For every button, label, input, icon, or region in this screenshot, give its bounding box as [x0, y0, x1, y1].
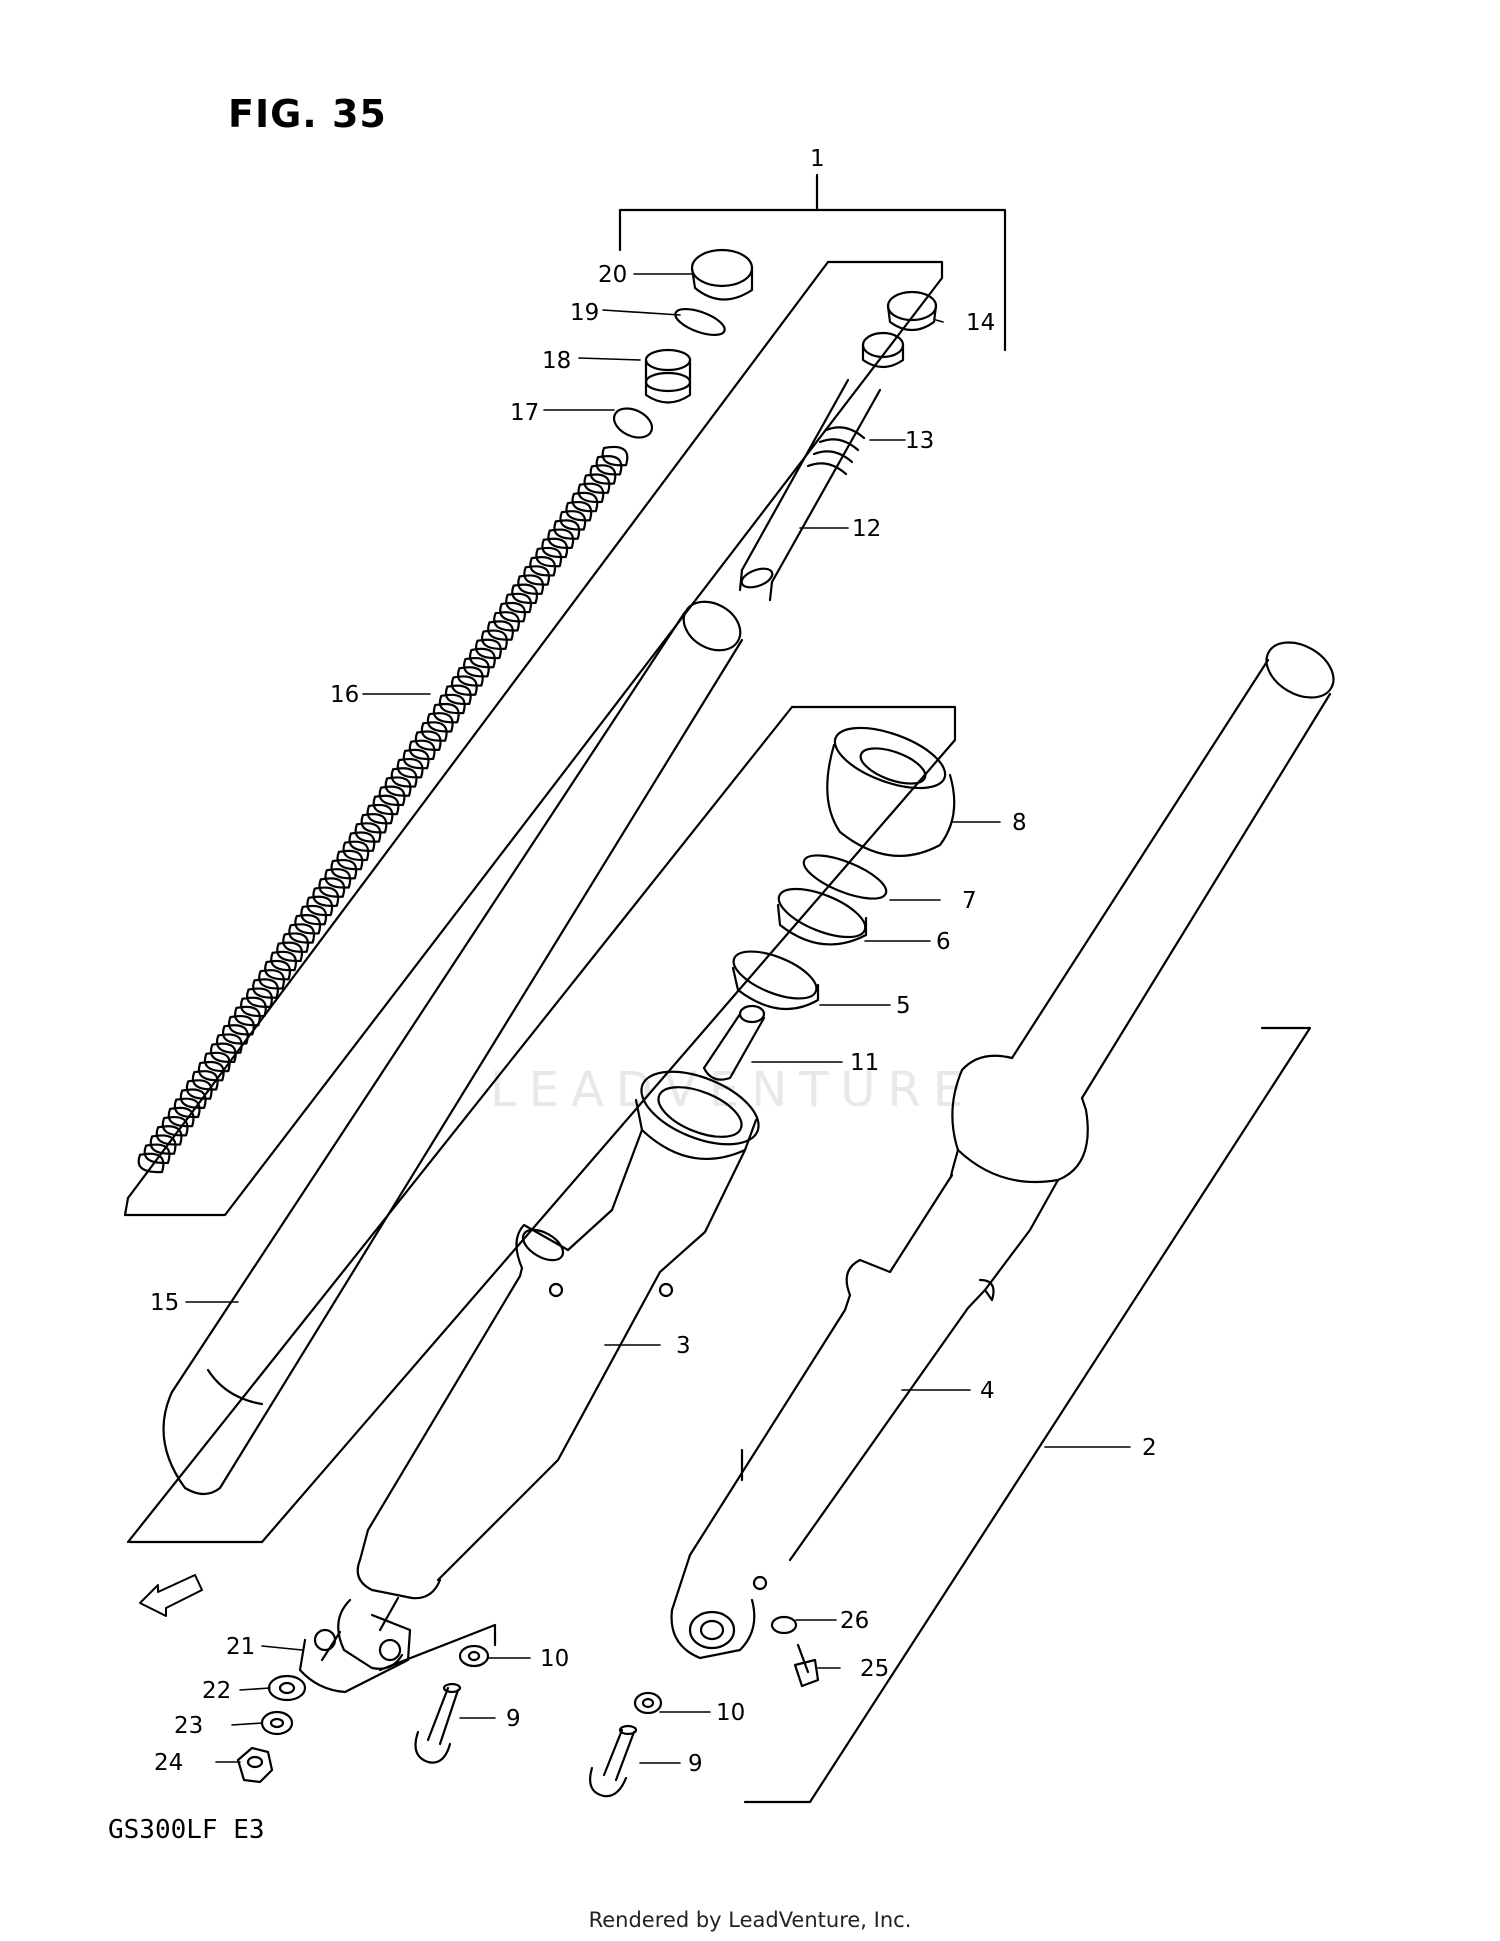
- callout-18: 18: [542, 348, 571, 374]
- model-code: GS300LF E3: [108, 1815, 265, 1845]
- part-15-inner-tube: [162, 600, 744, 1496]
- callout-23: 23: [174, 1713, 203, 1739]
- callout-9b: 9: [688, 1751, 703, 1777]
- part-10-washer-left: [458, 1644, 490, 1668]
- bracket-part-2: [743, 1026, 1312, 1804]
- callout-8: 8: [1012, 810, 1027, 836]
- callout-22: 22: [202, 1678, 231, 1704]
- callout-13: 13: [905, 428, 934, 454]
- part-5-spacer: [731, 950, 820, 1011]
- part-16-spring: [137, 445, 629, 1174]
- part-20-cap: [690, 248, 754, 301]
- callout-20: 20: [598, 262, 627, 288]
- part-26-washer: [770, 1615, 798, 1635]
- callout-24: 24: [154, 1750, 183, 1776]
- callout-12: 12: [852, 516, 881, 542]
- part-8-dust-seal: [826, 726, 956, 857]
- part-21-clamp: [298, 1613, 497, 1694]
- callout-7: 7: [962, 888, 977, 914]
- part-13-rebound-spring: [806, 426, 866, 476]
- part-3-outer-tube: [320, 1070, 760, 1670]
- callout-10a: 10: [540, 1646, 569, 1672]
- part-9-bolt-left: [414, 1682, 462, 1764]
- callout-16: 16: [330, 682, 359, 708]
- callout-2: 2: [1142, 1435, 1157, 1461]
- part-18-plug: [644, 348, 692, 404]
- part-7-ring: [802, 854, 888, 900]
- part-9-bolt-right: [589, 1724, 638, 1798]
- callout-5: 5: [896, 993, 911, 1019]
- part-17-oring: [612, 407, 654, 439]
- footer-credit: Rendered by LeadVenture, Inc.: [588, 1908, 912, 1932]
- part-24-nut: [236, 1746, 274, 1784]
- callout-19: 19: [570, 300, 599, 326]
- figure-title: FIG. 35: [228, 92, 387, 136]
- part-19-circlip: [674, 307, 726, 337]
- leader-lines: [185, 273, 1131, 1764]
- callout-3: 3: [676, 1333, 691, 1359]
- part-25-bolt: [793, 1643, 820, 1688]
- callout-17: 17: [510, 400, 539, 426]
- callout-4: 4: [980, 1378, 995, 1404]
- fwd-arrow-icon: [139, 1574, 203, 1617]
- part-11-oil-lock: [702, 1004, 766, 1081]
- callout-10b: 10: [716, 1700, 745, 1726]
- callout-labels: 1 20 19 18 17 14 13 12 16 15 8 7 6 5 11 …: [150, 146, 1157, 1777]
- part-10-washer-right: [633, 1691, 663, 1715]
- callout-25: 25: [860, 1656, 889, 1682]
- callout-21: 21: [226, 1634, 255, 1660]
- callout-9a: 9: [506, 1706, 521, 1732]
- bracket-upper-left: [123, 260, 944, 1217]
- part-2-assembled-fork: [670, 641, 1335, 1660]
- part-14-ring: [886, 290, 938, 332]
- part-12-damper-rod: [738, 331, 905, 602]
- callout-14: 14: [966, 310, 995, 336]
- callout-15: 15: [150, 1290, 179, 1316]
- callout-1: 1: [810, 146, 825, 172]
- part-6-oil-seal: [776, 887, 868, 946]
- watermark: LEADVENTURE: [490, 1062, 976, 1118]
- callout-11: 11: [850, 1050, 879, 1076]
- bracket-part-3: [128, 705, 957, 1544]
- bracket-1: [618, 173, 1007, 352]
- callout-6: 6: [936, 929, 951, 955]
- part-23-spring-washer: [260, 1710, 294, 1736]
- part-22-washer: [267, 1674, 307, 1702]
- callout-26: 26: [840, 1608, 869, 1634]
- fwd-label: FWD: [158, 1581, 195, 1609]
